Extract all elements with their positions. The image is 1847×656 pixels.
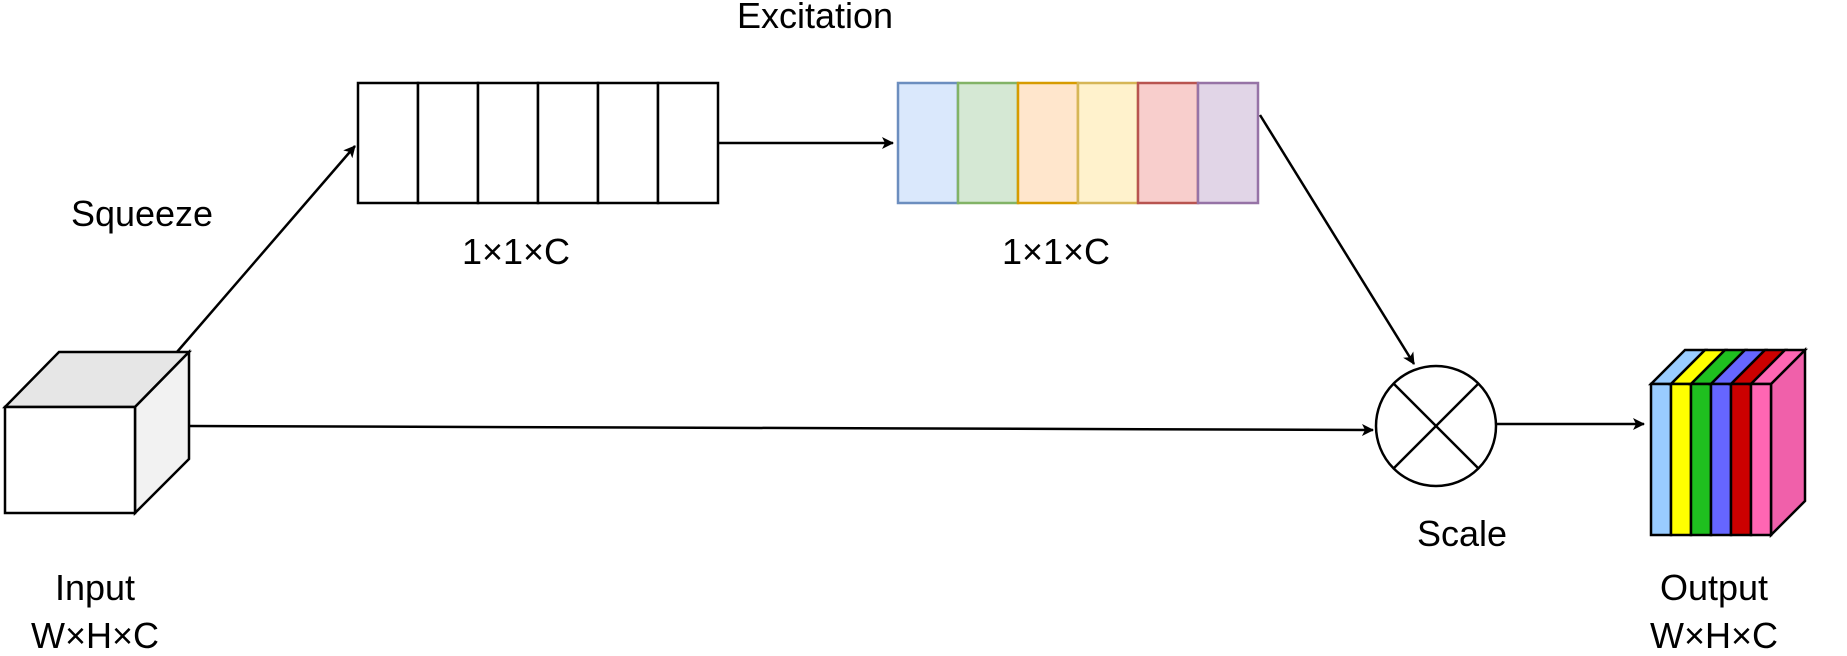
- scale-label: Scale: [1417, 513, 1507, 554]
- output-slice-front: [1689, 382, 1713, 537]
- output-shape-label: W×H×C: [1650, 615, 1778, 656]
- excitation-vector: [896, 81, 1260, 205]
- excitation-cell: [1016, 81, 1080, 205]
- input-to-scale-arrow: [188, 423, 1374, 436]
- output-slice-front: [1709, 382, 1733, 537]
- output-title: Output: [1660, 567, 1768, 608]
- output-cube: [1647, 346, 1809, 539]
- squeeze-cell: [596, 81, 660, 205]
- squeeze-cell: [416, 81, 480, 205]
- squeeze-cell: [356, 81, 420, 205]
- input-cube: [2, 348, 192, 517]
- excitation-label: Excitation: [737, 0, 893, 36]
- squeeze-arrow: [176, 145, 356, 353]
- excitation-to-scale-arrow: [1258, 114, 1416, 365]
- output-slice-front: [1649, 382, 1673, 537]
- squeeze-shape-label: 1×1×C: [462, 231, 570, 272]
- excitation-cell: [896, 81, 960, 205]
- scale-multiply-icon: [1374, 364, 1498, 488]
- excitation-cell: [1196, 81, 1260, 205]
- squeeze-label: Squeeze: [71, 193, 213, 234]
- output-slice-front: [1729, 382, 1753, 537]
- excitation-cell: [1076, 81, 1140, 205]
- output-slice-front: [1669, 382, 1693, 537]
- input-shape-label: W×H×C: [31, 615, 159, 656]
- excitation-shape-label: 1×1×C: [1002, 231, 1110, 272]
- output-slice-front: [1749, 382, 1773, 537]
- excitation-cell: [1136, 81, 1200, 205]
- input-title: Input: [55, 567, 135, 608]
- squeeze-cell: [476, 81, 540, 205]
- squeeze-cell: [536, 81, 600, 205]
- input-cube-front: [3, 405, 137, 515]
- excitation-cell: [956, 81, 1020, 205]
- squeeze-vector: [356, 81, 720, 205]
- squeeze-cell: [656, 81, 720, 205]
